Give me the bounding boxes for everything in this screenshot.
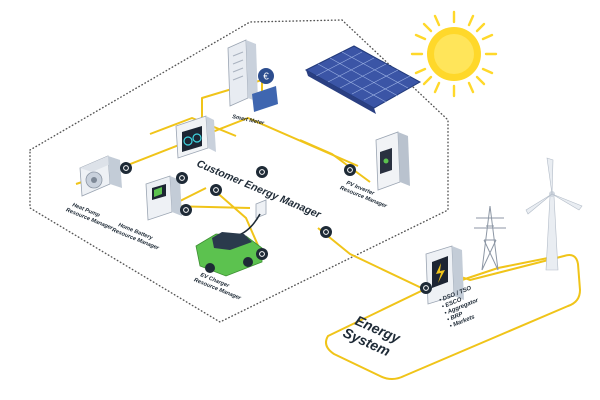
node-home-battery [180,204,192,216]
node-manager-out [320,226,332,238]
ev-charger-device [235,199,267,237]
node-grid [420,282,432,294]
heat-pump-device [79,155,122,197]
label-heat-pump: Heat Pump Resource Manager [65,202,114,232]
ev-car-icon [195,232,263,277]
label-ev-charger: EV Charger Resource Manager [193,272,242,302]
home-battery-device [145,175,182,221]
energy-system-title: Energy System [341,312,404,359]
connector-nodes [120,162,432,294]
svg-text:€: € [263,72,269,83]
pv-inverter-device [375,131,410,191]
node-backbone [210,184,222,196]
euro-icon [258,68,274,84]
energy-manager-device [175,115,216,159]
wind-turbine-icon [525,157,583,271]
sun-icon [410,10,498,98]
power-pylon-icon [474,205,506,271]
node-heat-pump [120,162,132,174]
smart-meter-device: € [227,39,278,112]
label-home-battery: Home Battery Resource Manager [111,222,160,252]
solar-panel-array [304,45,422,114]
lightning-icon [436,263,445,283]
house-boundary [29,19,449,323]
node-pv-inverter [344,164,356,176]
node-ev-charger [256,248,268,260]
node-smart-meter [256,166,268,178]
label-smart-meter: Smart Meter [232,114,266,127]
node-energy-manager [176,172,188,184]
